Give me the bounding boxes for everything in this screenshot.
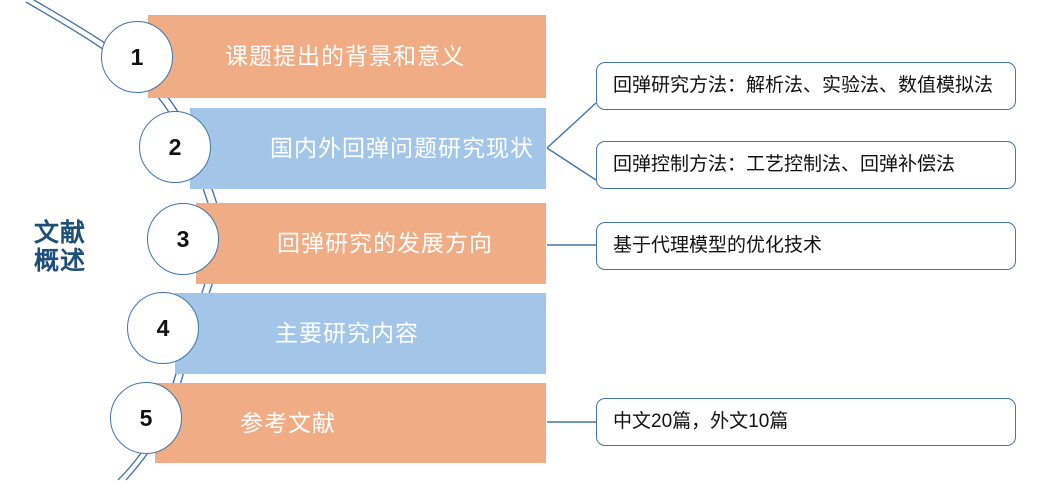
stage-bar-4-label: 主要研究内容 [275, 320, 419, 346]
callout-box-4-text: 中文20篇，外文10篇 [613, 410, 789, 432]
stage-bar-5[interactable]: 参考文献 [155, 383, 546, 463]
stage-circle-4-number: 4 [156, 314, 170, 341]
stage-bar-1[interactable]: 课题提出的背景和意义 [148, 15, 546, 98]
stage-circle-5[interactable]: 5 [110, 382, 182, 454]
stage-circle-5-number: 5 [139, 404, 153, 431]
callout-box-3[interactable]: 基于代理模型的优化技术 [596, 222, 1016, 270]
stage-circle-1[interactable]: 1 [101, 21, 173, 93]
stage-bar-5-label: 参考文献 [240, 409, 336, 436]
callout-box-3-text: 基于代理模型的优化技术 [613, 234, 823, 256]
callout-box-2-text: 回弹控制方法：工艺控制法、回弹补偿法 [613, 153, 956, 175]
stage-bar-2-label: 国内外回弹问题研究现状 [270, 135, 534, 161]
stage-circle-2[interactable]: 2 [139, 111, 211, 183]
stage-bar-3[interactable]: 回弹研究的发展方向 [196, 203, 546, 284]
stage-circle-3[interactable]: 3 [147, 203, 219, 275]
stage-bar-4[interactable]: 主要研究内容 [175, 293, 546, 374]
stage-circle-1-number: 1 [130, 43, 144, 70]
stage-bar-3-label: 回弹研究的发展方向 [277, 230, 493, 256]
callout-box-4[interactable]: 中文20篇，外文10篇 [596, 398, 1016, 446]
branch-stage2-icon [546, 102, 597, 181]
callout-box-2[interactable]: 回弹控制方法：工艺控制法、回弹补偿法 [596, 141, 1016, 189]
stage-circle-4[interactable]: 4 [127, 292, 199, 364]
callout-box-1[interactable]: 回弹研究方法：解析法、实验法、数值模拟法 [596, 62, 1016, 110]
stage-circle-2-number: 2 [168, 133, 182, 160]
stage-bar-1-label: 课题提出的背景和意义 [225, 43, 465, 69]
stage-circle-3-number: 3 [176, 225, 190, 252]
callout-box-1-text: 回弹研究方法：解析法、实验法、数值模拟法 [613, 74, 994, 96]
stage-bar-2[interactable]: 国内外回弹问题研究现状 [190, 108, 546, 189]
section-title: 文献 概述 [33, 219, 86, 275]
